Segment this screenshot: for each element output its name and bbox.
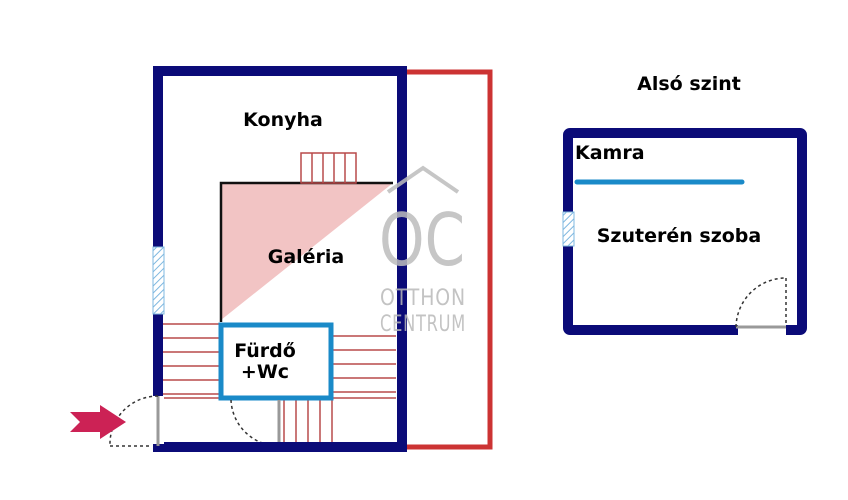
gallery-area	[221, 183, 393, 320]
watermark-logo: OC	[379, 198, 465, 282]
watermark: OC OTTHON CENTRUM	[379, 165, 466, 337]
watermark-line2: CENTRUM	[380, 312, 466, 337]
door-swing-icon	[230, 399, 281, 447]
label-kitchen: Konyha	[243, 109, 323, 131]
label-basement-room: Szuterén szoba	[597, 225, 761, 247]
label-bathroom-line1: Fürdő	[234, 340, 296, 362]
label-bathroom-line2: +Wc	[241, 361, 289, 383]
stairs-icon	[300, 152, 357, 184]
basement-window-icon	[562, 211, 575, 247]
window-icon	[152, 246, 165, 315]
watermark-roof-icon	[386, 165, 460, 194]
basement-door-swing-icon	[735, 277, 787, 335]
entrance-door	[109, 395, 164, 447]
stairs-right	[332, 335, 396, 393]
label-gallery: Galéria	[268, 246, 345, 268]
bathroom-walls	[218, 322, 334, 401]
watermark-line1: OTTHON	[380, 286, 466, 311]
label-lower-level: Alsó szint	[637, 73, 741, 95]
stairs-left	[162, 323, 220, 395]
entry-arrow-icon	[70, 405, 126, 439]
label-pantry: Kamra	[575, 142, 645, 164]
